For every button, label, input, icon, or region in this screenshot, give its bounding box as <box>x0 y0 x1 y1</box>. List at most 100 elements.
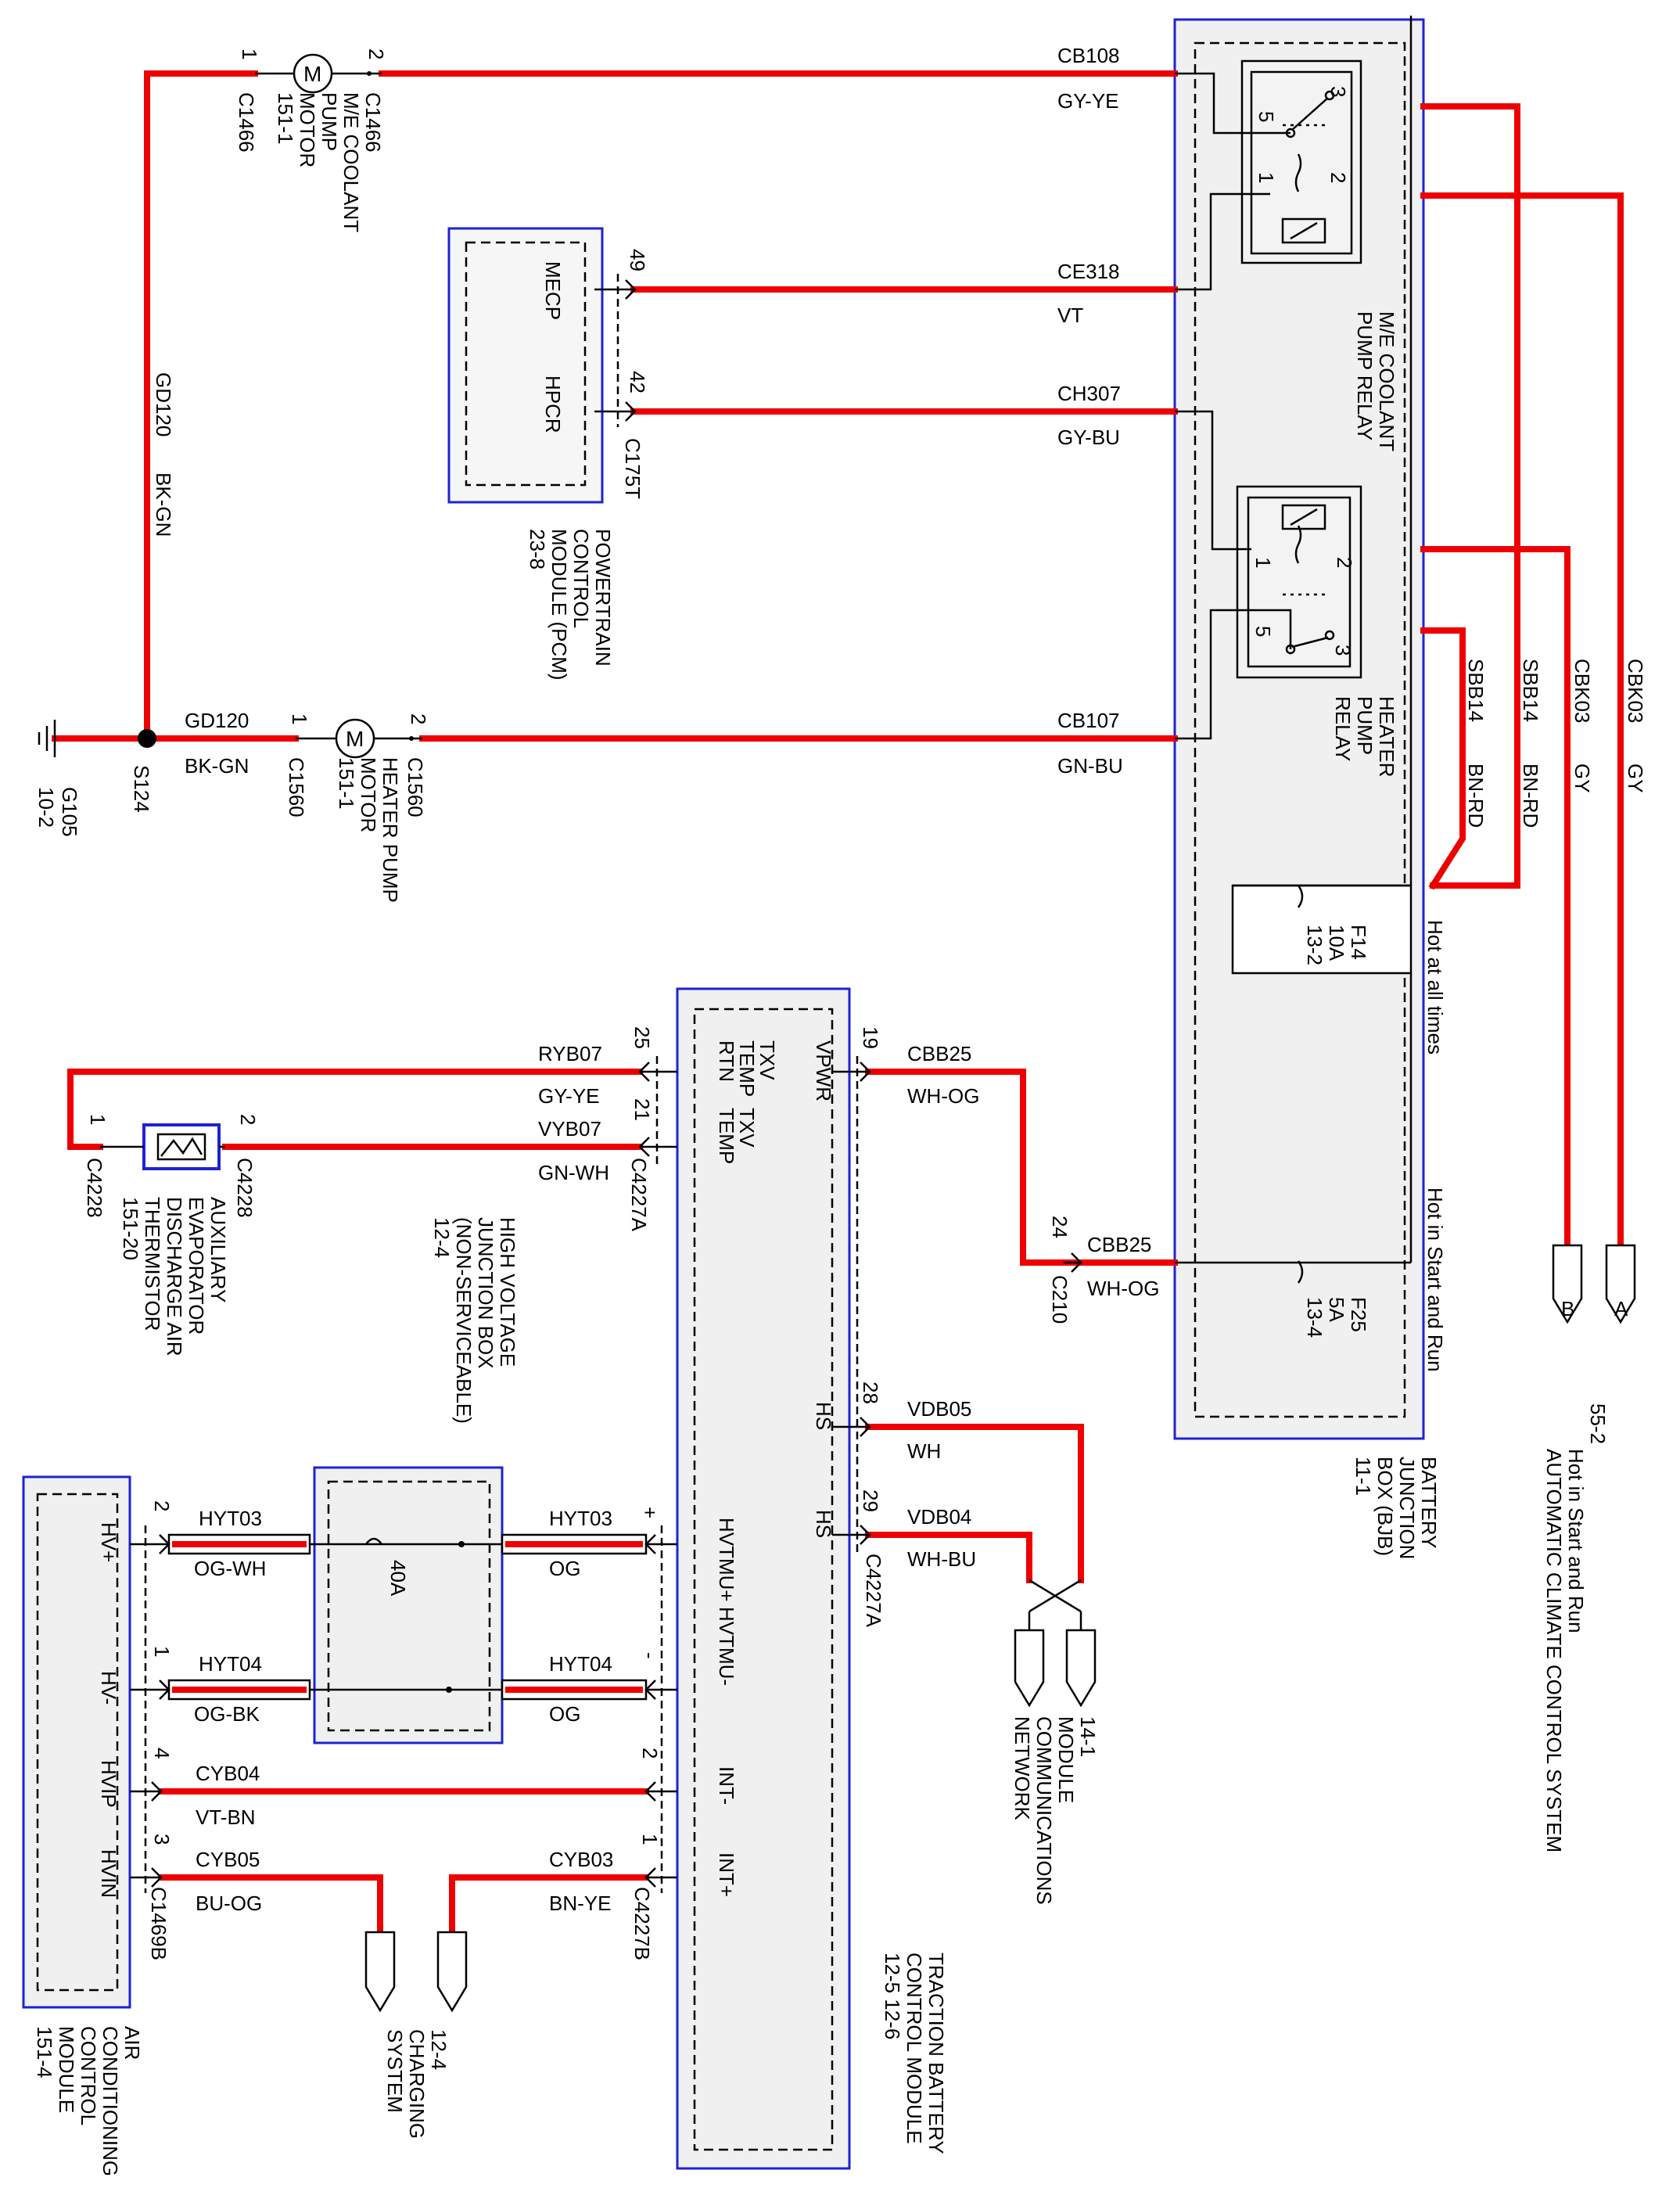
label-cb108: CB108 <box>1057 44 1120 67</box>
label-cbb25-bjb: CBB25 <box>1087 1233 1151 1256</box>
label-c175t: C175T <box>621 438 644 499</box>
svg-text:M: M <box>346 727 364 751</box>
label-hyt03-tb-color: OG <box>549 1557 580 1580</box>
f25-label: F25 5A 13-4 <box>1303 1297 1370 1338</box>
tbcm-rtn: RTN <box>715 1040 738 1082</box>
hv-fuse-inner <box>327 1480 491 1732</box>
label-cyb05-color: BU-OG <box>196 1892 262 1915</box>
wire-cyb03 <box>449 1874 649 1935</box>
arrow-acm-hvplus <box>130 1534 171 1554</box>
pin-relay2-3: 3 <box>1331 645 1355 656</box>
label-cbb25-bjb-color: WH-OG <box>1087 1277 1159 1300</box>
pin-c1469b-1: 1 <box>150 1646 174 1657</box>
label-c1466-right: C1466 <box>361 92 385 153</box>
label-sbb14-a-color: BN-RD <box>1464 763 1488 828</box>
coolant-relay-label: M/E COOLANT PUMP RELAY <box>1353 311 1398 451</box>
pin-c4228-1: 1 <box>86 1114 109 1125</box>
svg-text:AIR: AIR <box>120 2026 144 2060</box>
heater-pump-relay <box>1236 485 1362 679</box>
svg-text:CHARGING: CHARGING <box>405 2029 429 2139</box>
svg-text:AUXILIARY: AUXILIARY <box>206 1197 230 1302</box>
heater-motor-label: HEATER PUMP MOTOR 151-1 <box>335 757 402 903</box>
svg-text:CONTROL: CONTROL <box>77 2026 100 2125</box>
label-vdb04-color: WH-BU <box>907 1547 976 1571</box>
pcm-hpcr: HPCR <box>541 375 565 433</box>
tbcm-temp2: TEMP <box>715 1108 738 1164</box>
hv-cable-hyt04 <box>167 1679 648 1701</box>
acm-hvminus: HV- <box>97 1671 120 1705</box>
label-cbk03-a: CBK03 <box>1571 659 1594 723</box>
svg-text:PUMP RELAY: PUMP RELAY <box>1353 311 1377 440</box>
bjb-int-ce318 <box>1175 192 1270 291</box>
label-vdb05-color: WH <box>907 1439 941 1463</box>
pin-relay2-2: 2 <box>1333 557 1356 568</box>
arrow-c175t-49 <box>594 279 637 300</box>
label-gd120-vertical-color: BK-GN <box>152 472 175 537</box>
svg-text:11-1: 11-1 <box>1352 1457 1375 1496</box>
mcn-label: 14-1 MODULE COMMUNICATIONS NETWORK <box>1011 1716 1100 1905</box>
pin-c210-24: 24 <box>1048 1216 1072 1238</box>
bjb-int-ch307 <box>1175 410 1251 551</box>
svg-text:151-1: 151-1 <box>274 92 297 145</box>
label-g105-ref: 10-2 <box>34 787 58 828</box>
label-c1560-left: C1560 <box>285 757 308 817</box>
acc-label: 55-2 Hot in Start and Run AUTOMATIC CLIM… <box>1542 1403 1610 1852</box>
pin-c175t-42: 42 <box>626 371 649 393</box>
label-ch307: CH307 <box>1057 382 1121 405</box>
arrow-acm-hvminus <box>130 1680 171 1700</box>
label-vyb07-color: GN-WH <box>538 1161 609 1184</box>
pin-c1469b-2: 2 <box>150 1500 174 1511</box>
svg-text:(NON-SERVICEABLE): (NON-SERVICEABLE) <box>452 1217 476 1424</box>
label-vdb04: VDB04 <box>907 1505 971 1529</box>
svg-text:CONTROL MODULE: CONTROL MODULE <box>903 1953 926 2144</box>
coolant-motor-label: M/E COOLANT PUMP MOTOR 151-1 <box>274 92 363 232</box>
pin-c4227a-25: 25 <box>630 1026 654 1049</box>
heater-pump-motor: M <box>296 718 422 759</box>
label-cb108-color: GY-YE <box>1057 89 1119 113</box>
label-cyb03-color: BN-YE <box>549 1892 611 1915</box>
wire-vdb05 <box>865 1424 1084 1583</box>
tbcm-int-minus: INT- <box>715 1766 738 1805</box>
svg-text:NETWORK: NETWORK <box>1011 1716 1034 1821</box>
arrow-c210 <box>1064 1252 1082 1273</box>
pcm-label: POWERTRAIN CONTROL MODULE (PCM) 23-8 <box>526 529 615 681</box>
svg-text:HIGH VOLTAGE: HIGH VOLTAGE <box>496 1217 519 1367</box>
bjb-inner <box>1194 41 1406 1418</box>
label-c4228-right: C4228 <box>233 1158 257 1218</box>
svg-text:COMMUNICATIONS: COMMUNICATIONS <box>1032 1716 1056 1905</box>
arrow-c4227a-28 <box>832 1417 871 1437</box>
wire-ryb07 <box>67 1069 643 1150</box>
svg-text:MODULE: MODULE <box>55 2026 78 2113</box>
label-hyt04-tb-color: OG <box>549 1702 580 1726</box>
pin-c1469b-4: 4 <box>150 1748 174 1759</box>
label-cyb03: CYB03 <box>549 1848 613 1871</box>
svg-text:SYSTEM: SYSTEM <box>383 2029 407 2113</box>
svg-text:12-5 12-6: 12-5 12-6 <box>881 1953 904 2039</box>
svg-text:151-1: 151-1 <box>335 757 358 810</box>
acc-connector-a <box>1605 1244 1636 1324</box>
svg-text:55-2: 55-2 <box>1586 1403 1610 1444</box>
label-hyt04-ac-color: OG-BK <box>194 1702 260 1726</box>
pcm-mecp: MECP <box>541 261 565 320</box>
wire-cyb05 <box>158 1874 383 1935</box>
label-c4227a-bottom: C4227A <box>862 1554 885 1628</box>
label-gd120-bottom-color: BK-GN <box>185 754 249 778</box>
thermistor-symbol <box>100 1123 225 1170</box>
wire-cbk03-b <box>1420 546 1571 1249</box>
svg-text:M: M <box>303 62 321 86</box>
label-hyt03-tb: HYT03 <box>549 1507 612 1530</box>
pin-c1560-1: 1 <box>288 713 311 724</box>
svg-text:MOTOR: MOTOR <box>357 757 380 832</box>
label-gd120-bottom: GD120 <box>185 709 249 732</box>
pcm-box <box>447 227 604 504</box>
pin-c1560-2: 2 <box>407 713 430 724</box>
svg-text:THERMISTOR: THERMISTOR <box>141 1197 164 1331</box>
label-cbk03-a-color: GY <box>1571 763 1594 793</box>
arrow-c175t-42 <box>594 401 637 422</box>
pin-c1469b-3: 3 <box>150 1834 174 1845</box>
acc-connector-b <box>1552 1244 1583 1324</box>
tbcm-int-plus: INT+ <box>715 1852 738 1897</box>
pin-relay1-1: 1 <box>1255 172 1278 183</box>
label-vyb07: VYB07 <box>538 1117 601 1141</box>
